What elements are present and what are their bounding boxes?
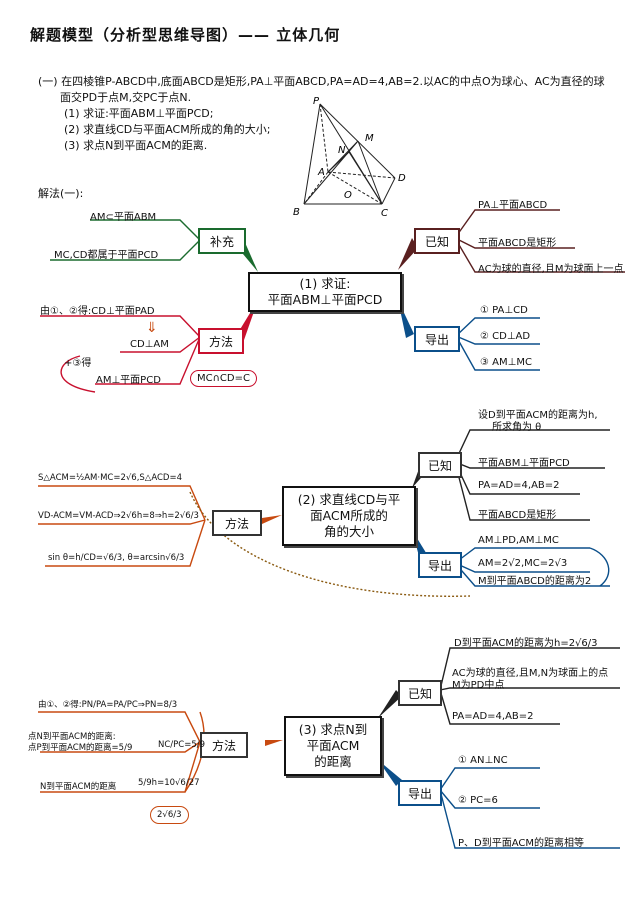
part2-center-line3: 角的大小 <box>323 524 374 539</box>
question-1: (1) 求证:平面ABM⊥平面PCD; <box>64 107 214 120</box>
label-O: O <box>344 190 352 201</box>
part1-fangfa-arrow: ⇓ <box>146 320 158 336</box>
part2-daochu-item-2: AM=2√2,MC=2√3 <box>478 558 568 569</box>
part3-daochu-item-1: ① AN⊥NC <box>458 755 508 766</box>
problem-line-2: 面交PD于点M,交PC于点N. <box>60 91 192 104</box>
part3-yizhi-item-3: M为PD中点 <box>452 680 505 691</box>
part3-fangfa-item-2: 点N到平面ACM的距离: <box>28 732 116 742</box>
part2-yizhi-item-2: 所求角为 θ <box>492 422 542 433</box>
part1-daochu-item-2: ② CD⊥AD <box>480 331 531 342</box>
part1-fangfa-item-3: +③得 <box>64 358 92 369</box>
part3-fangfa-item-1: 由①、②得:PN/PA=PA/PC⇒PN=8/3 <box>38 700 178 710</box>
part3-yizhi-item-2: AC为球的直径,且M,N为球面上的点 <box>452 668 609 679</box>
question-3: (3) 求点N到平面ACM的距离. <box>64 139 208 152</box>
part3-fangfa-item-4: NC/PC=5/9 <box>158 740 206 750</box>
problem-line-1: (一) 在四棱锥P-ABCD中,底面ABCD是矩形,PA⊥平面ABCD,PA=A… <box>38 75 605 88</box>
part1-center-line1: (1) 求证: <box>299 276 351 291</box>
label-C: C <box>381 208 388 219</box>
part1-fangfa-node: 方法 <box>198 328 244 354</box>
part1-buchong-item-2: MC,CD都属于平面PCD <box>54 250 159 261</box>
label-M: M <box>365 133 374 144</box>
part1-buchong-item-1: AM⊂平面ABM <box>90 212 157 223</box>
part3-yizhi-node: 已知 <box>398 680 442 706</box>
part3-center-line2: 平面ACM <box>306 738 360 753</box>
part2-yizhi-item-4: PA=AD=4,AB=2 <box>478 480 560 491</box>
part3-fangfa-item-3: 点P到平面ACM的距离=5/9 <box>28 743 133 753</box>
part1-center-line2: 平面ABM⊥平面PCD <box>267 292 383 307</box>
part2-fangfa-item-2: VD-ACM=VM-ACD⇒2√6h=8⇒h=2√6/3 <box>38 511 199 521</box>
part2-daochu-node: 导出 <box>418 552 462 578</box>
label-D: D <box>398 173 406 184</box>
part3-center-line1: (3) 求点N到 <box>298 722 368 737</box>
part2-yizhi-item-3: 平面ABM⊥平面PCD <box>478 458 570 469</box>
part3-center-line3: 的距离 <box>314 754 352 769</box>
part2-fangfa-node: 方法 <box>212 510 262 536</box>
part1-daochu-item-1: ① PA⊥CD <box>480 305 528 316</box>
part3-daochu-node: 导出 <box>398 780 442 806</box>
part3-center-node: (3) 求点N到 平面ACM 的距离 <box>284 716 382 776</box>
part2-yizhi-item-1: 设D到平面ACM的距离为h, <box>478 410 598 421</box>
label-A: A <box>317 167 325 178</box>
part3-yizhi-item-1: D到平面ACM的距离为h=2√6/3 <box>454 638 598 649</box>
question-2: (2) 求直线CD与平面ACM所成的角的大小; <box>64 123 271 136</box>
label-N: N <box>338 145 346 156</box>
part2-center-node: (2) 求直线CD与平 面ACM所成的 角的大小 <box>282 486 416 546</box>
part3-daochu-item-3: P、D到平面ACM的距离相等 <box>458 838 585 849</box>
part1-fangfa-item-4: AM⊥平面PCD <box>96 375 161 386</box>
part1-daochu-node: 导出 <box>414 326 460 352</box>
part2-yizhi-item-5: 平面ABCD是矩形 <box>478 510 557 521</box>
part1-daochu-item-3: ③ AM⊥MC <box>480 357 532 368</box>
part1-center-node: (1) 求证: 平面ABM⊥平面PCD <box>248 272 402 312</box>
part2-fangfa-item-1: S△ACM=½AM·MC=2√6,S△ACD=4 <box>38 473 183 483</box>
part3-fangfa-item-5: N到平面ACM的距离 <box>40 782 117 792</box>
part1-yizhi-item-1: PA⊥平面ABCD <box>478 200 548 211</box>
label-P: P <box>313 96 320 107</box>
part2-yizhi-node: 已知 <box>418 452 462 478</box>
page-title: 解题模型（分析型思维导图）—— 立体几何 <box>30 26 341 44</box>
part3-fangfa-node: 方法 <box>200 732 248 758</box>
part3-daochu-item-2: ② PC=6 <box>458 795 498 806</box>
part3-yizhi-item-4: PA=AD=4,AB=2 <box>452 711 534 722</box>
part2-center-line1: (2) 求直线CD与平 <box>297 492 401 507</box>
part1-fangfa-item-5: MC∩CD=C <box>190 370 257 387</box>
part1-yizhi-item-2: 平面ABCD是矩形 <box>478 238 557 249</box>
part2-fangfa-item-3: sin θ=h/CD=√6/3, θ=arcsin√6/3 <box>48 553 185 563</box>
part2-daochu-item-3: M到平面ABCD的距离为2 <box>478 576 592 587</box>
method-label: 解法(一): <box>38 187 84 200</box>
label-B: B <box>293 207 300 218</box>
part3-fangfa-item-6: 5/9h=10√6/27 <box>138 778 200 788</box>
part1-fangfa-item-1: 由①、②得:CD⊥平面PAD <box>40 306 155 317</box>
part2-center-line2: 面ACM所成的 <box>310 508 388 523</box>
part2-daochu-item-1: AM⊥PD,AM⊥MC <box>478 535 559 546</box>
part1-buchong-node: 补充 <box>198 228 246 254</box>
part1-fangfa-item-2: CD⊥AM <box>130 339 169 350</box>
part3-fangfa-item-7: 2√6/3 <box>150 806 189 824</box>
part1-yizhi-item-3: AC为球的直径,且M为球面上一点 <box>478 264 624 275</box>
part1-yizhi-node: 已知 <box>414 228 460 254</box>
